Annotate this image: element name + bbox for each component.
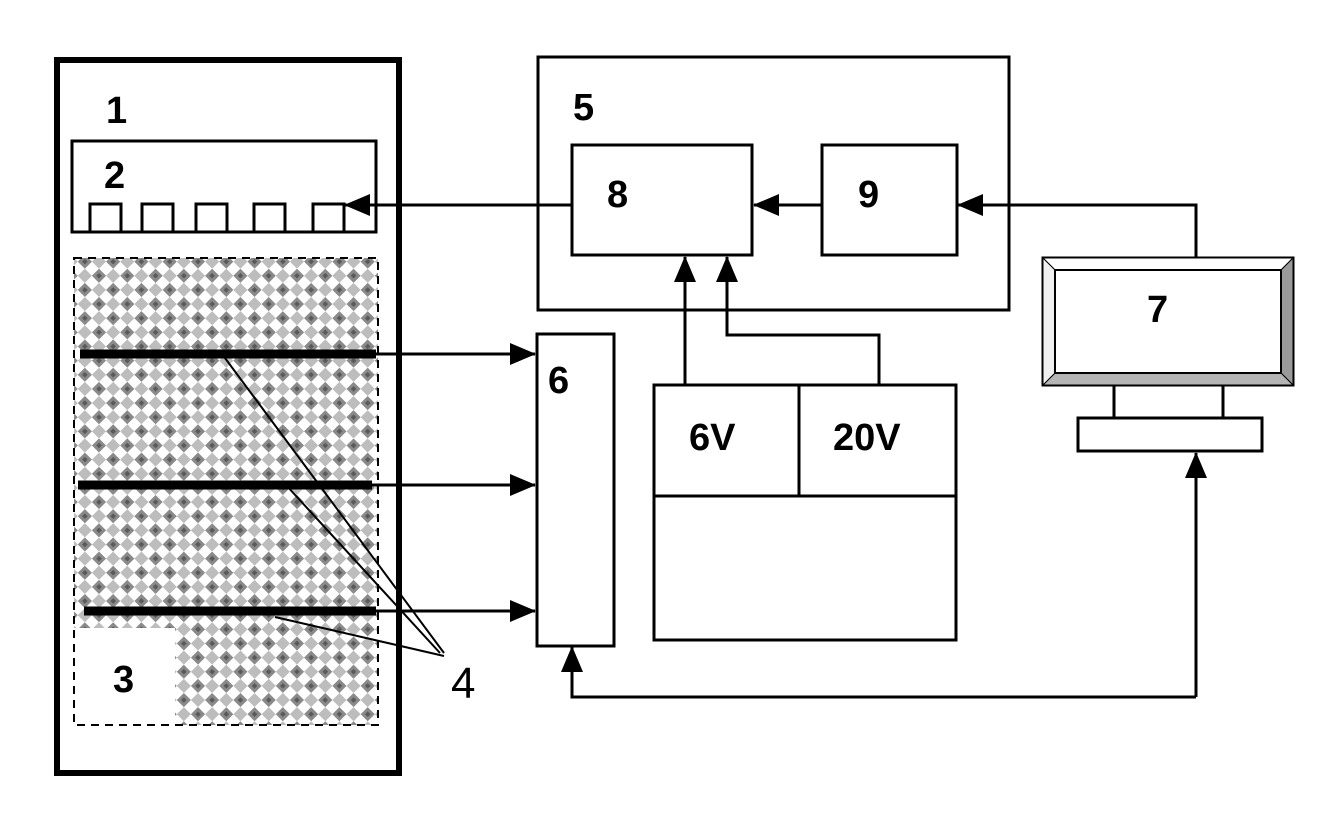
top-module-2: 2	[70, 139, 378, 234]
supply-6v-label: 6V	[689, 417, 736, 459]
control-arrows	[344, 194, 1207, 699]
electrodes-label: 4	[451, 659, 475, 708]
module-cell	[311, 202, 346, 234]
corner-region-3	[74, 628, 175, 725]
leader-line	[285, 484, 441, 654]
acquisition-block-6: 6	[535, 332, 616, 648]
inner-block-9	[820, 143, 959, 257]
module-cell	[194, 202, 229, 234]
electrodes-4: 4	[78, 349, 475, 708]
acquisition-label: 6	[548, 360, 569, 402]
module-cell	[140, 202, 175, 234]
leader-line	[221, 353, 445, 654]
module-cell	[88, 202, 123, 234]
monitor-screen	[1054, 269, 1282, 374]
signal-arrows	[372, 343, 536, 622]
corner-label: 3	[113, 659, 134, 701]
patterned-medium: 3	[73, 257, 379, 726]
leader-line	[274, 616, 445, 657]
computer-7: 7	[1041, 256, 1295, 453]
module-cell	[252, 202, 287, 234]
inner-block-8-label: 8	[607, 174, 628, 216]
keyboard	[1076, 416, 1264, 453]
power-supply: 6V 20V	[652, 383, 958, 642]
top-module-label: 2	[104, 155, 125, 197]
vessel-label: 1	[106, 90, 127, 132]
computer-label: 7	[1147, 289, 1168, 331]
controller-block-5: 5 8 9	[536, 55, 1011, 312]
supply-20v-label: 20V	[833, 417, 901, 459]
controller-label: 5	[573, 87, 594, 129]
inner-block-8	[570, 143, 754, 257]
inner-block-9-label: 9	[858, 174, 879, 216]
